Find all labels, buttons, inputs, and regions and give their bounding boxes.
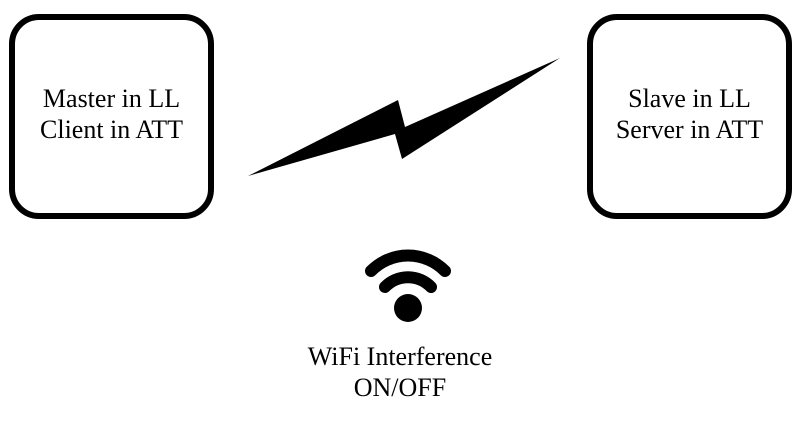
wifi-caption-line2: ON/OFF bbox=[353, 373, 447, 402]
slave-label-line1: Slave in LL bbox=[628, 83, 751, 113]
slave-label-line2: Server in ATT bbox=[615, 114, 764, 144]
master-label-line2: Client in ATT bbox=[40, 114, 183, 144]
wifi-icon bbox=[365, 249, 451, 322]
slave-node-box: Slave in LL Server in ATT bbox=[587, 14, 792, 219]
master-label-line1: Master in LL bbox=[42, 83, 181, 113]
wifi-caption-line1: WiFi Interference bbox=[307, 342, 493, 371]
master-node-box: Master in LL Client in ATT bbox=[9, 14, 214, 219]
wifi-interference-caption: WiFi Interference ON/OFF bbox=[250, 341, 550, 403]
